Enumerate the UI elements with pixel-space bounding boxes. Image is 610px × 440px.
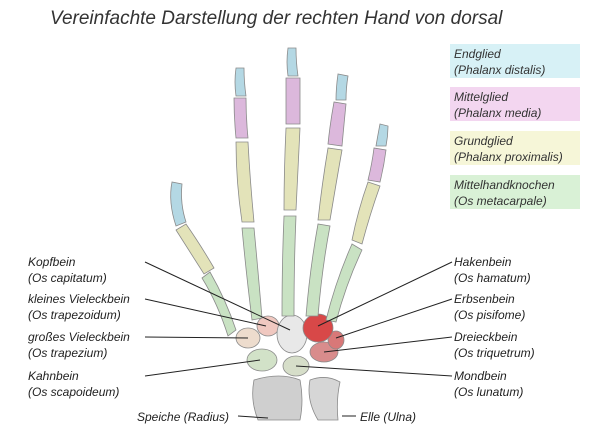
label-kleines-vieleckbein-latin: (Os trapezoidum)	[28, 308, 121, 322]
label-mondbein: Mondbein (Os lunatum)	[454, 368, 523, 400]
legend-grundglied-latin: (Phalanx proximalis)	[454, 150, 563, 164]
label-dreieckbein: Dreieckbein (Os triquetrum)	[454, 329, 535, 361]
middle-phalanx-ring	[327, 101, 347, 147]
proximal-phalanx-thumb	[175, 223, 215, 275]
legend-mittelglied: Mittelglied (Phalanx media)	[450, 87, 580, 121]
label-kahnbein: Kahnbein (Os scapoideum)	[28, 368, 119, 400]
proximal-phalanx-little	[351, 181, 381, 245]
leader-hakenbein	[317, 261, 453, 327]
leader-kleines-vieleckbein	[144, 298, 267, 327]
legend-endglied: Endglied (Phalanx distalis)	[450, 44, 580, 78]
proximal-phalanx-index	[235, 141, 255, 223]
label-grosses-vieleckbein: großes Vieleckbein (Os trapezium)	[28, 329, 130, 361]
metacarpal-little	[325, 243, 363, 323]
metacarpal-thumb	[201, 271, 237, 337]
label-hakenbein-name: Hakenbein	[454, 255, 512, 269]
legend-mittelhandknochen-name: Mittelhandknochen	[454, 178, 555, 192]
label-dreieckbein-latin: (Os triquetrum)	[454, 346, 535, 360]
distal-phalanx-middle	[286, 47, 299, 77]
distal-phalanx-ring	[335, 73, 349, 101]
legend-mittelhandknochen: Mittelhandknochen (Os metacarpale)	[450, 175, 580, 209]
middle-phalanx-little	[367, 147, 387, 183]
diagram-title: Vereinfachte Darstellung der rechten Han…	[50, 8, 503, 29]
pisiform-bone	[327, 330, 345, 350]
label-kopfbein-latin: (Os capitatum)	[28, 271, 107, 285]
label-kleines-vieleckbein: kleines Vieleckbein (Os trapezoidum)	[28, 291, 130, 323]
legend-endglied-name: Endglied	[454, 47, 501, 61]
label-dreieckbein-name: Dreieckbein	[454, 330, 518, 344]
leader-speiche	[237, 415, 269, 419]
label-kahnbein-name: Kahnbein	[28, 369, 79, 383]
label-erbsenbein-name: Erbsenbein	[454, 292, 515, 306]
leader-erbsenbein	[335, 298, 453, 339]
legend-mittelglied-name: Mittelglied	[454, 90, 509, 104]
radius-bone	[252, 375, 303, 421]
proximal-phalanx-middle	[283, 127, 301, 211]
leader-grosses-vieleckbein	[144, 336, 249, 339]
proximal-phalanx-ring	[317, 147, 343, 221]
label-kopfbein: Kopfbein (Os capitatum)	[28, 254, 107, 286]
label-mondbein-name: Mondbein	[454, 369, 507, 383]
label-mondbein-latin: (Os lunatum)	[454, 385, 524, 399]
leader-kopfbein	[144, 261, 291, 331]
legend-mittelglied-latin: (Phalanx media)	[454, 106, 542, 120]
middle-phalanx-middle	[285, 77, 301, 125]
label-kahnbein-latin: (Os scapoideum)	[28, 385, 120, 399]
distal-phalanx-index	[234, 67, 247, 97]
metacarpal-index	[241, 227, 263, 321]
label-elle: Elle (Ulna)	[360, 410, 417, 424]
leader-mondbein	[295, 365, 453, 377]
legend-endglied-latin: (Phalanx distalis)	[454, 63, 546, 77]
legend-grundglied-name: Grundglied	[454, 134, 513, 148]
label-grosses-vieleckbein-latin: (Os trapezium)	[28, 346, 108, 360]
leader-dreieckbein	[323, 336, 453, 353]
label-hakenbein-latin: (Os hamatum)	[454, 271, 531, 285]
label-kleines-vieleckbein-name: kleines Vieleckbein	[28, 292, 130, 306]
middle-phalanx-index	[233, 97, 249, 139]
distal-phalanx-thumb	[170, 181, 187, 227]
label-speiche: Speiche (Radius)	[137, 410, 230, 424]
capitate-bone	[276, 314, 308, 354]
metacarpal-ring	[305, 223, 331, 317]
scaphoid-bone	[246, 348, 278, 372]
label-erbsenbein: Erbsenbein (Os pisifome)	[454, 291, 525, 323]
distal-phalanx-little	[375, 123, 389, 147]
label-erbsenbein-latin: (Os pisifome)	[454, 308, 526, 322]
label-grosses-vieleckbein-name: großes Vieleckbein	[28, 330, 130, 344]
legend-mittelhandknochen-latin: (Os metacarpale)	[454, 194, 547, 208]
label-hakenbein: Hakenbein (Os hamatum)	[454, 254, 531, 286]
leader-kahnbein	[144, 359, 261, 377]
ulna-bone	[308, 377, 341, 421]
label-kopfbein-name: Kopfbein	[28, 255, 76, 269]
legend-grundglied: Grundglied (Phalanx proximalis)	[450, 131, 580, 165]
trapezoid-bone	[256, 315, 280, 337]
metacarpal-middle	[281, 215, 297, 317]
